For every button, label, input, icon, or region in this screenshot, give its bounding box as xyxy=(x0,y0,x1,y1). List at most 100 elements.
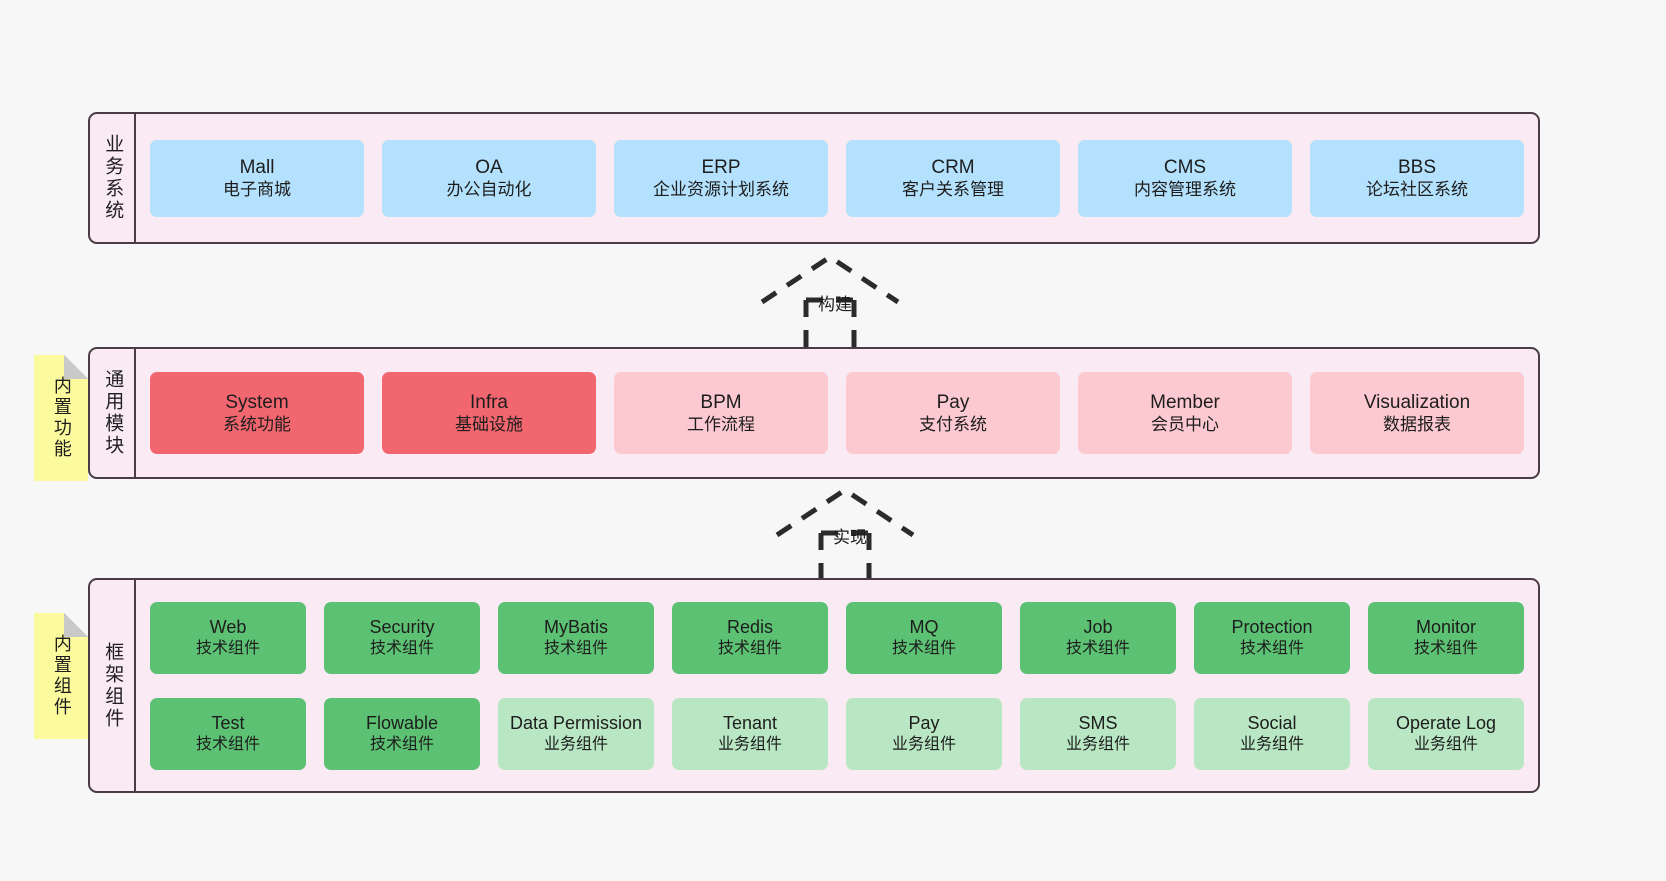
node-title: Protection xyxy=(1231,617,1313,638)
node-subtitle: 技术组件 xyxy=(543,639,608,657)
node-title: Visualization xyxy=(1363,391,1471,413)
node-title: Flowable xyxy=(365,713,439,734)
node-title: BPM xyxy=(700,391,742,413)
node-title: Security xyxy=(369,617,435,638)
node-subtitle: 业务组件 xyxy=(891,735,956,753)
node-subtitle: 技术组件 xyxy=(195,639,260,657)
node-title: Mall xyxy=(239,156,275,178)
node-title: Member xyxy=(1150,391,1220,413)
build-arrow-label: 构建 xyxy=(818,295,852,314)
node-title: CRM xyxy=(931,156,975,178)
node-title: Job xyxy=(1083,617,1113,638)
node-subtitle: 支付系统 xyxy=(919,415,987,435)
implement-arrow-label: 实现 xyxy=(833,528,867,547)
node-subtitle: 业务组件 xyxy=(543,735,608,753)
build-arrow: 构建 xyxy=(750,252,940,347)
node-subtitle: 电子商城 xyxy=(223,180,291,200)
node-subtitle: 技术组件 xyxy=(891,639,956,657)
node-subtitle: 技术组件 xyxy=(1065,639,1130,657)
node-subtitle: 业务组件 xyxy=(1065,735,1130,753)
node-subtitle: 技术组件 xyxy=(1413,639,1478,657)
node-title: OA xyxy=(475,156,503,178)
node-subtitle: 技术组件 xyxy=(195,735,260,753)
node-subtitle: 基础设施 xyxy=(455,415,523,435)
node-subtitle: 办公自动化 xyxy=(446,180,532,200)
node-title: MQ xyxy=(909,617,939,638)
layer-label-common-modules: 通用模块 xyxy=(90,349,136,477)
node-title: Pay xyxy=(936,391,970,413)
node-subtitle: 企业资源计划系统 xyxy=(653,180,789,200)
node-title: Operate Log xyxy=(1395,713,1497,734)
node-title: Social xyxy=(1247,713,1297,734)
node-subtitle: 技术组件 xyxy=(1239,639,1304,657)
node-title: Redis xyxy=(726,617,774,638)
node-title: ERP xyxy=(701,156,741,178)
node-title: Test xyxy=(211,713,245,734)
node-subtitle: 客户关系管理 xyxy=(902,180,1004,200)
node-subtitle: 系统功能 xyxy=(223,415,291,435)
node-title: Web xyxy=(209,617,247,638)
node-subtitle: 会员中心 xyxy=(1151,415,1219,435)
node-title: SMS xyxy=(1078,713,1118,734)
node-subtitle: 技术组件 xyxy=(369,735,434,753)
node-title: Monitor xyxy=(1415,617,1477,638)
node-subtitle: 业务组件 xyxy=(717,735,782,753)
layer-label-framework-components: 框架组件 xyxy=(90,580,136,791)
node-subtitle: 技术组件 xyxy=(717,639,782,657)
note-builtin-components: 内置组件 xyxy=(34,613,88,739)
node-subtitle: 论坛社区系统 xyxy=(1366,180,1468,200)
node-title: Pay xyxy=(908,713,940,734)
node-subtitle: 数据报表 xyxy=(1383,415,1451,435)
node-title: MyBatis xyxy=(543,617,608,638)
implement-arrow: 实现 xyxy=(765,485,955,580)
node-title: System xyxy=(225,391,289,413)
note-builtin-functions: 内置功能 xyxy=(34,355,88,481)
node-title: Data Permission xyxy=(509,713,643,734)
node-subtitle: 技术组件 xyxy=(369,639,434,657)
node-title: Infra xyxy=(469,391,509,413)
node-title: CMS xyxy=(1163,156,1207,178)
node-subtitle: 业务组件 xyxy=(1413,735,1478,753)
layer-label-business-systems: 业务系统 xyxy=(90,114,136,242)
node-title: BBS xyxy=(1397,156,1437,178)
